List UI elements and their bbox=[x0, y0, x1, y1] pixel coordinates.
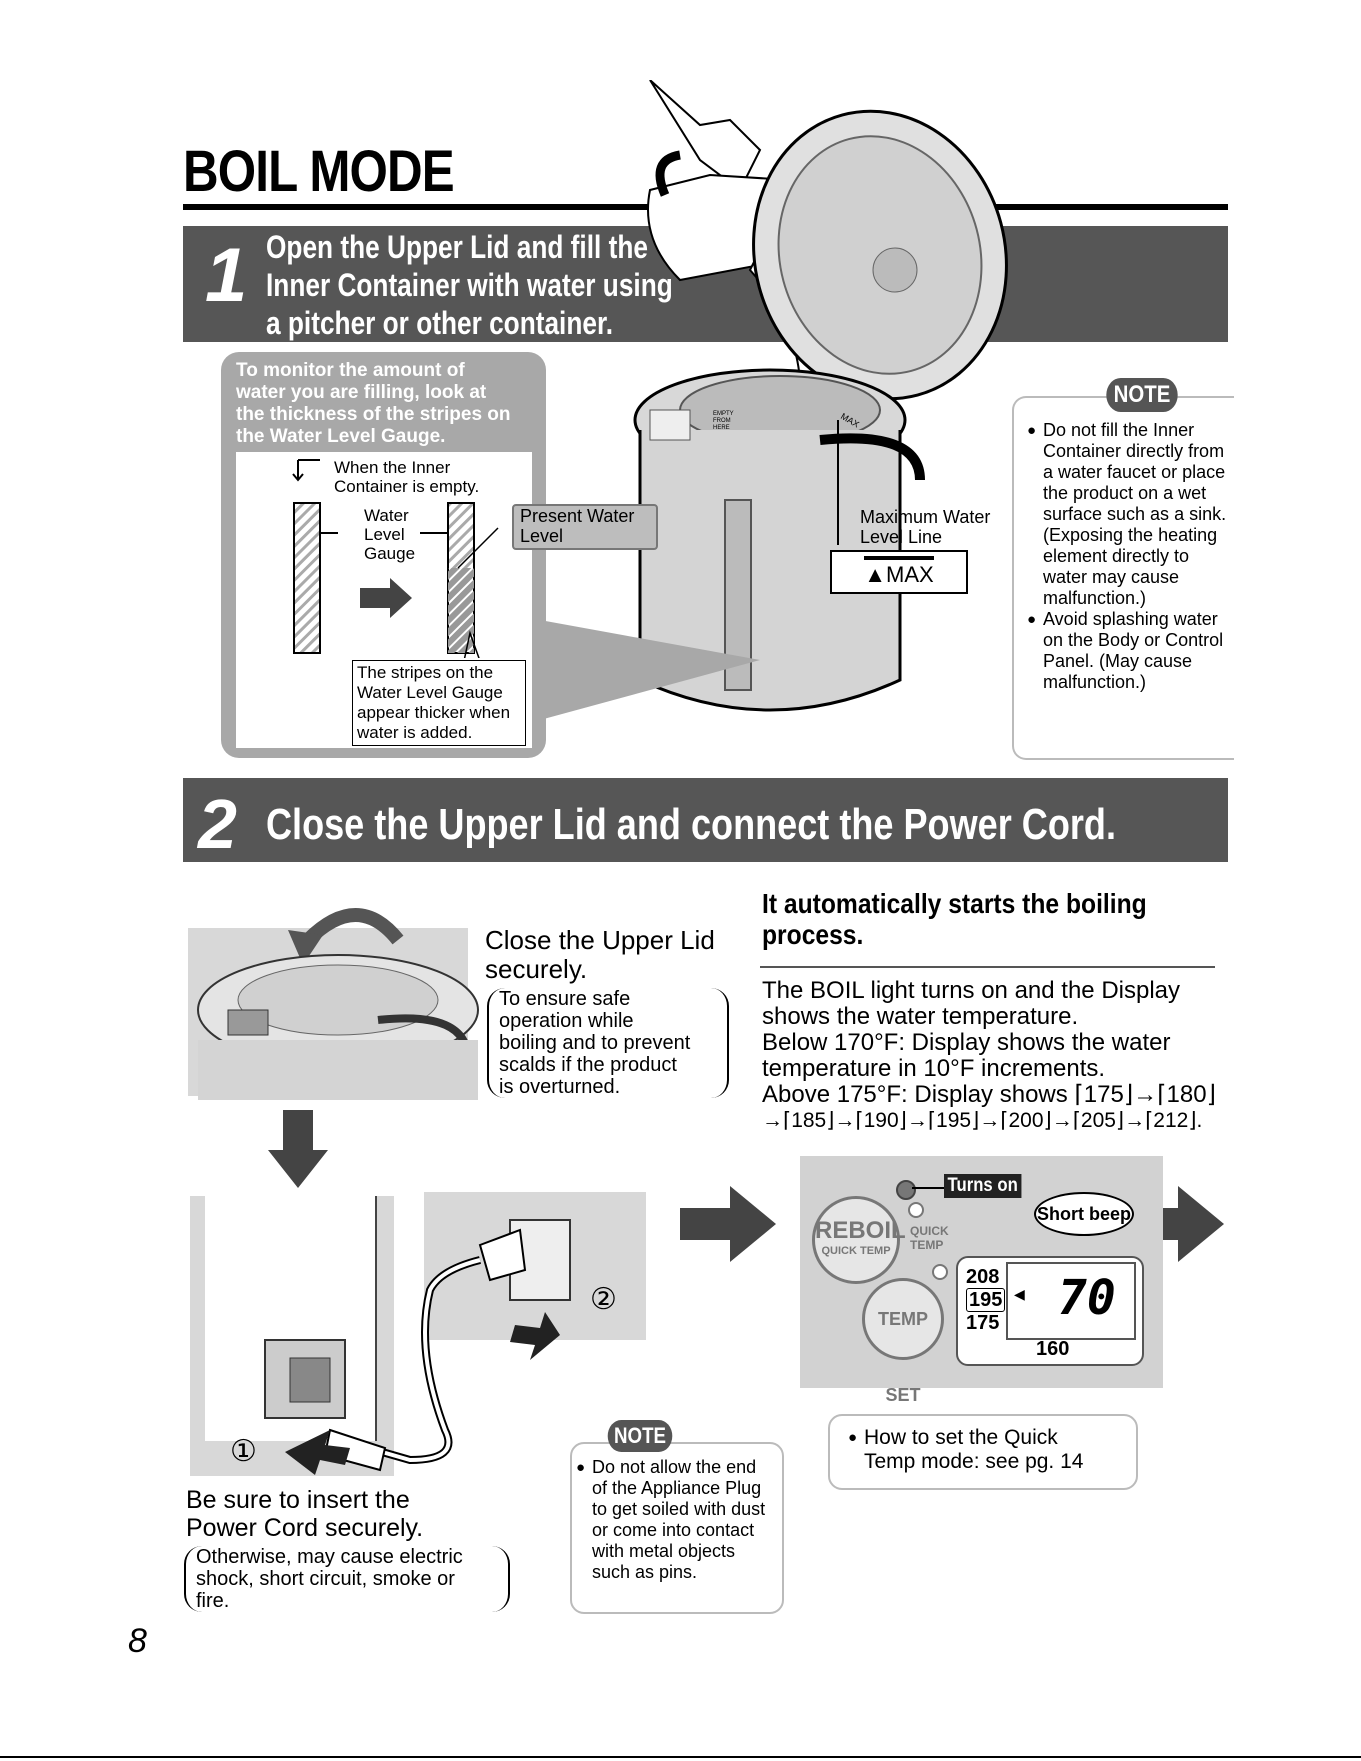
auto-boil-rule bbox=[760, 966, 1215, 968]
note2-list: Do not allow the end of the Appliance Pl… bbox=[576, 1457, 776, 1583]
page-number: 8 bbox=[128, 1622, 147, 1660]
boil-light bbox=[896, 1180, 916, 1200]
stripes-note: The stripes on the Water Level Gauge app… bbox=[352, 660, 526, 746]
monitor-tip-heading: To monitor the amount of water you are f… bbox=[236, 360, 511, 447]
step1-heading: Open the Upper Lid and fill the Inner Co… bbox=[266, 229, 673, 341]
close-lid-text: Close the Upper Lid securely. bbox=[485, 925, 715, 984]
auto-boil-body: The BOIL light turns on and the Display … bbox=[762, 977, 1216, 1133]
max-marker-box: ▲MAX bbox=[830, 550, 968, 594]
pot-filling-illustration: EMPTY FROM HERE MAX bbox=[633, 80, 1008, 712]
short-beep-bubble: Short beep bbox=[1034, 1192, 1134, 1236]
right-arrow-2 bbox=[1178, 1186, 1224, 1262]
step2-heading: Close the Upper Lid and connect the Powe… bbox=[266, 800, 1116, 849]
callout-pointer bbox=[540, 620, 760, 720]
gauge-label: Water Level Gauge bbox=[364, 506, 416, 563]
note1-item: Avoid splashing water on the Body or Con… bbox=[1027, 609, 1232, 693]
note2-item: Do not allow the end of the Appliance Pl… bbox=[576, 1457, 776, 1583]
right-arrow bbox=[730, 1186, 776, 1262]
temp-presets: 208 195 175 bbox=[966, 1266, 1006, 1334]
auto-boil-heading: It automatically starts the boiling proc… bbox=[762, 888, 1147, 950]
empty-from-here-mark: EMPTY FROM HERE bbox=[713, 411, 735, 431]
step2-band bbox=[183, 778, 1228, 862]
note1-item: Do not fill the Inner Container directly… bbox=[1027, 420, 1232, 609]
selected-indicator-icon: ◀ bbox=[1014, 1286, 1025, 1302]
page-title: BOIL MODE bbox=[183, 139, 455, 204]
step-circle-1: ① bbox=[230, 1435, 257, 1468]
note1-badge: NOTE bbox=[1106, 378, 1178, 412]
step-circle-2: ② bbox=[590, 1283, 617, 1316]
empty-label: When the Inner Container is empty. bbox=[334, 458, 480, 496]
quick-temp-light bbox=[908, 1202, 924, 1218]
insert-cord-paren: Otherwise, may cause electric shock, sho… bbox=[184, 1546, 510, 1612]
down-arrow bbox=[268, 1110, 328, 1188]
step2-number: 2 bbox=[198, 785, 237, 863]
insert-cord-text: Be sure to insert the Power Cord securel… bbox=[186, 1486, 424, 1542]
max-water-label: Maximum Water Level Line bbox=[860, 507, 991, 547]
step1-number: 1 bbox=[205, 233, 248, 318]
lcd-display bbox=[1006, 1262, 1136, 1340]
turns-on-label: Turns on bbox=[944, 1174, 1022, 1198]
close-lid-paren: To ensure safe operation while boiling a… bbox=[487, 988, 729, 1098]
quick-temp-label: QUICK TEMP bbox=[910, 1224, 949, 1252]
power-cord-illustration bbox=[264, 1219, 571, 1475]
gauge-stripes bbox=[292, 459, 499, 658]
note2-badge: NOTE bbox=[607, 1420, 673, 1452]
note1-list: Do not fill the Inner Container directly… bbox=[1027, 420, 1232, 693]
present-water-level-label: Present Water Level bbox=[512, 504, 658, 550]
low-temp-label: 160 bbox=[1036, 1338, 1070, 1360]
reboil-button[interactable]: REBOIL QUICK TEMP bbox=[812, 1196, 906, 1284]
display-temperature: 70 bbox=[1058, 1270, 1116, 1326]
temp-set-button[interactable]: TEMP SET bbox=[862, 1278, 944, 1405]
lid-close-illustration bbox=[197, 908, 479, 1100]
bottom-border bbox=[0, 1756, 1361, 1758]
